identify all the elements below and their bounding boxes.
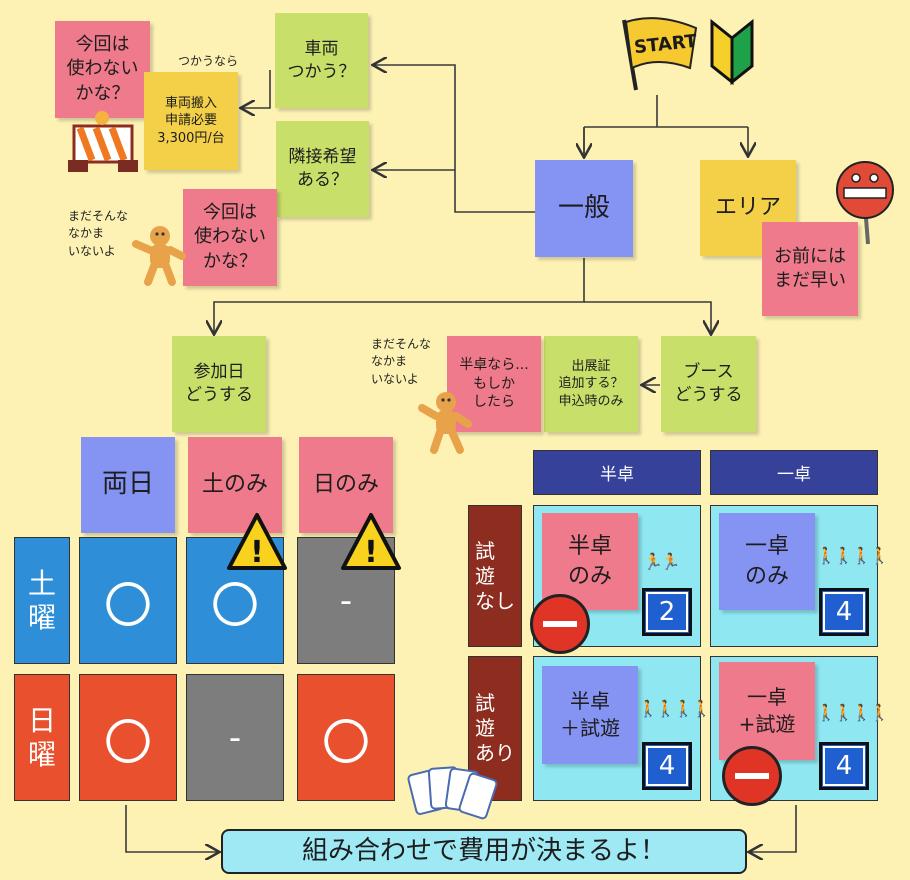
walking-people-icon: 🏃🏃 [643, 552, 681, 571]
full-table-header: 一卓 [710, 450, 878, 495]
half-table-header: 半卓 [533, 450, 701, 495]
booth-note: ブース どうする [661, 336, 756, 432]
beginner-mark-icon [706, 16, 758, 86]
vehicle-if-use-label: つかうなら [178, 54, 239, 68]
exhibitor-pass-note: 出展証 追加する？ 申込時のみ [544, 336, 638, 432]
capacity-full-notrial: 4 [819, 588, 869, 636]
half-only-note: 半卓 のみ [542, 513, 638, 610]
capacity-half-notrial: 2 [642, 588, 692, 636]
participation-day-note: 参加日 どうする [172, 336, 266, 432]
saturday-only-header: 土のみ [188, 437, 282, 533]
playing-cards-icon [407, 764, 498, 822]
road-barrier-icon [62, 108, 142, 174]
start-flag-icon: START [612, 12, 702, 92]
sunday-row-label: 日 曜 [14, 674, 70, 801]
walking-people-icon-2: 🚶🚶🚶🚶 [816, 546, 890, 565]
grid-cell-sat-both: 〇 [79, 537, 177, 664]
vehicle-use-note: 車両 つかう？ [275, 13, 368, 108]
no-entry-sign-icon [530, 594, 590, 654]
no-trial-row-label: 試 遊 なし [468, 505, 522, 647]
warning-icon-2: ! [340, 512, 402, 572]
no-entry-face-icon [836, 158, 894, 245]
full-only-note: 一卓 のみ [719, 513, 815, 610]
footer-banner: 組み合わせで費用が決まるよ！ [221, 829, 747, 874]
grid-cell-sun-satonly: - [186, 674, 284, 801]
with-trial-row-label: 試 遊 あり [468, 656, 522, 801]
gingerbread-man-icon [130, 222, 186, 286]
half-trial-note: 半卓 ＋試遊 [542, 666, 638, 764]
full-trial-note: 一卓 +試遊 [719, 662, 815, 760]
grid-cell-sun-sunonly: 〇 [297, 674, 395, 801]
capacity-half-trial: 4 [642, 742, 692, 790]
area-note: エリア [700, 160, 796, 256]
sunday-only-header: 日のみ [299, 437, 393, 533]
adjacent-wish-note: 隣接希望 ある？ [276, 121, 369, 217]
svg-text:!: ! [250, 535, 264, 570]
saturday-row-label: 土 曜 [14, 537, 70, 664]
no-entry-sign-icon-2 [722, 746, 782, 806]
walking-people-icon-4: 🚶🚶🚶🚶 [816, 703, 890, 722]
no-friends-label-2: まだそんな なかま いないよ [371, 337, 432, 386]
both-days-header: 両日 [81, 437, 175, 533]
no-friends-label-1: まだそんな なかま いないよ [68, 209, 129, 258]
half-table-maybe-note: 半卓なら... もしか したら [447, 336, 541, 432]
vehicle-request-note: 車両搬入 申請必要 3,300円/台 [144, 72, 238, 170]
svg-text:!: ! [364, 535, 378, 570]
vehicle-unused-note: 今回は 使わない かな？ [55, 21, 150, 118]
warning-icon: ! [226, 512, 288, 572]
adjacent-unused-note: 今回は 使わない かな？ [183, 189, 277, 286]
gingerbread-man-icon-2 [414, 388, 474, 454]
area-too-early-note: お前には まだ早い [762, 222, 858, 316]
walking-people-icon-3: 🚶🚶🚶🚶 [638, 699, 712, 718]
capacity-full-trial: 4 [819, 742, 869, 790]
grid-cell-sun-both: 〇 [79, 674, 177, 801]
general-note: 一般 [535, 160, 633, 257]
